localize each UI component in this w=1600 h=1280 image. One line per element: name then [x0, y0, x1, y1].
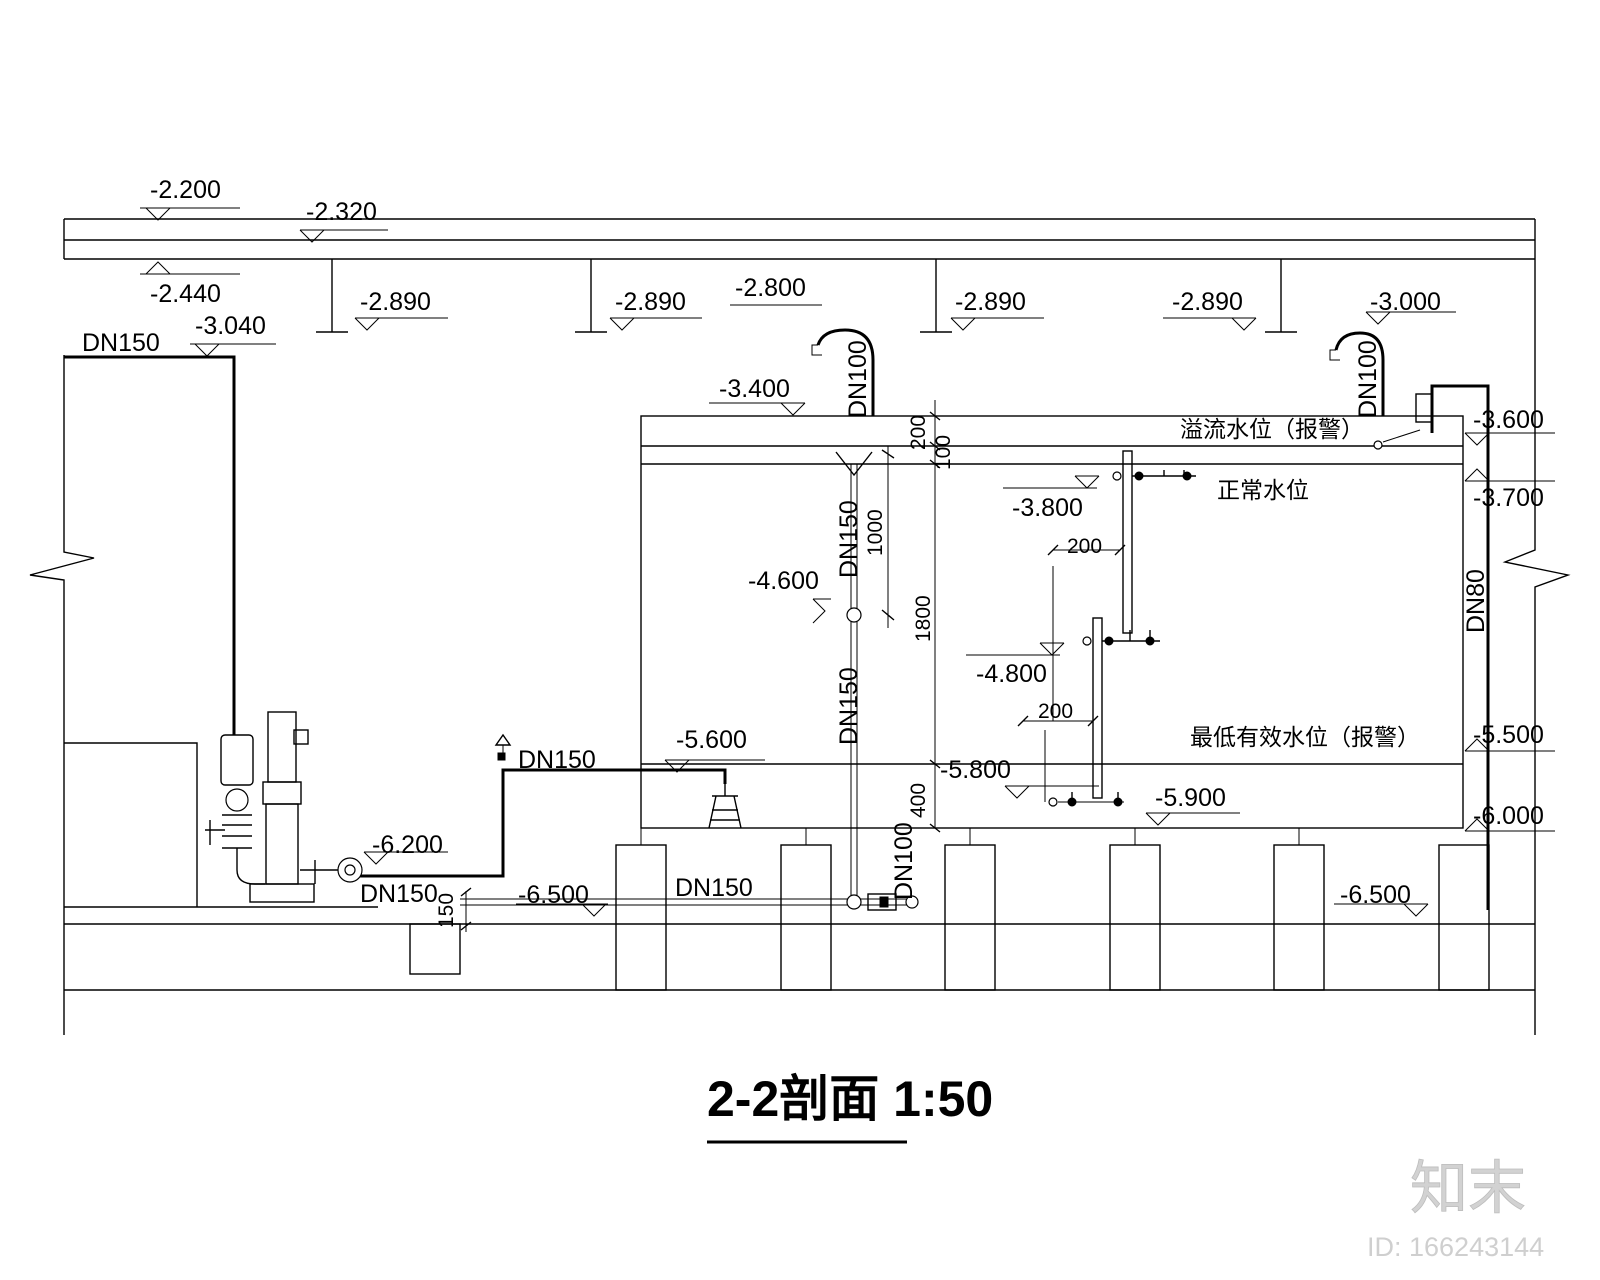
elevation-label: -2.890	[955, 288, 1026, 316]
elevation-label: -6.500	[518, 881, 589, 909]
water-level-labels: 溢流水位（报警） 正常水位 最低有效水位（报警）	[1180, 417, 1420, 751]
building-structure	[29, 218, 1571, 1035]
pipe-label: DN100	[844, 340, 872, 418]
elevation-labels: -2.200 -2.320 -2.440 -3.040 -2.890 -2.89…	[150, 176, 1544, 909]
pipe-label: DN100	[1354, 340, 1382, 418]
pipe-label: DN150	[835, 667, 863, 745]
dimension-label: 150	[435, 893, 458, 928]
dimension-label: 200	[1067, 535, 1102, 558]
elevation-markers	[140, 207, 1555, 917]
elevation-label: -5.600	[676, 726, 747, 754]
dimension-lines	[460, 411, 1126, 932]
watermark-brand: 知末	[1410, 1156, 1526, 1221]
pipe-label: DN80	[1462, 569, 1490, 633]
pump-set	[205, 711, 363, 903]
pipe-label: DN100	[890, 822, 918, 900]
elevation-label: -2.320	[306, 198, 377, 226]
elevation-label: -2.890	[1172, 288, 1243, 316]
elevation-label: -2.440	[150, 280, 221, 308]
pipe-size-labels: DN150 DN100 DN100 DN150 DN150 DN150 DN80…	[82, 329, 1490, 908]
lowest-level-label: 最低有效水位（报警）	[1190, 725, 1420, 751]
elevation-label: -6.500	[1340, 881, 1411, 909]
dimension-label: 400	[907, 783, 930, 818]
elevation-label: -3.800	[1012, 494, 1083, 522]
overflow-level-label: 溢流水位（报警）	[1180, 417, 1364, 443]
normal-level-label: 正常水位	[1217, 478, 1309, 504]
elevation-label: -2.890	[615, 288, 686, 316]
elevation-label: -3.040	[195, 312, 266, 340]
pipe-label: DN150	[675, 874, 753, 902]
elevation-label: -2.800	[735, 274, 806, 302]
elevation-label: -5.500	[1473, 721, 1544, 749]
steel-beams	[316, 259, 1297, 333]
dimension-label: 1800	[912, 595, 935, 642]
dimension-labels: 200 100 1000 1800 200 200 400 150	[435, 415, 1102, 928]
pipe-label: DN150	[360, 880, 438, 908]
elevation-label: -3.700	[1473, 484, 1544, 512]
elevation-label: -4.600	[748, 567, 819, 595]
elevation-label: -2.200	[150, 176, 221, 204]
pipe-label: DN150	[835, 500, 863, 578]
elevation-label: -3.400	[719, 375, 790, 403]
elevation-label: -5.900	[1155, 784, 1226, 812]
elevation-label: -3.000	[1370, 288, 1441, 316]
level-switches	[1048, 450, 1196, 807]
elevation-label: -2.890	[360, 288, 431, 316]
dimension-label: 200	[907, 415, 930, 450]
dimension-label: 200	[1038, 700, 1073, 723]
elevation-label: -3.600	[1473, 406, 1544, 434]
water-tank	[615, 400, 1490, 991]
elevation-label: -6.000	[1473, 802, 1544, 830]
pipe-label: DN150	[518, 746, 596, 774]
elevation-label: -4.800	[976, 660, 1047, 688]
elevation-label: -6.200	[372, 831, 443, 859]
watermark-id: ID: 166243144	[1367, 1232, 1544, 1262]
elevation-label: -5.800	[940, 756, 1011, 784]
pipe-label: DN150	[82, 329, 160, 357]
pipework	[64, 328, 1490, 911]
dimension-label: 100	[932, 435, 955, 470]
dimension-label: 1000	[864, 509, 887, 556]
drawing-title: 2-2剖面 1:50	[707, 1071, 993, 1127]
